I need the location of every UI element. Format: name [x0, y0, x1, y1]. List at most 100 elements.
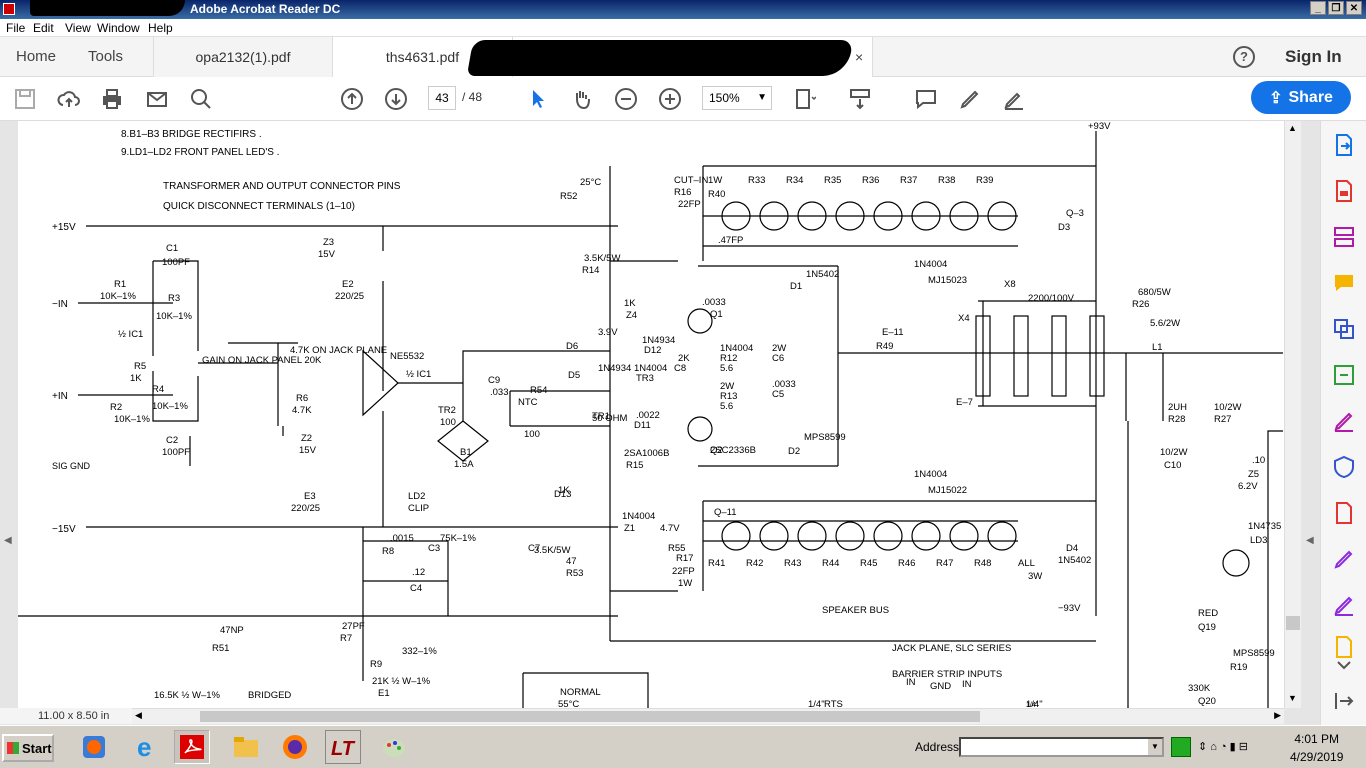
scroll-left-icon[interactable]: ◀ — [135, 710, 142, 720]
schematic-label-1-4: 1/4" — [808, 699, 825, 708]
schematic-label-z1: Z1 — [624, 523, 635, 534]
minimize-button[interactable]: _ — [1310, 1, 1326, 15]
driver-transistor-q1 — [687, 308, 713, 334]
scroll-down-icon[interactable]: ▼ — [1288, 693, 1297, 703]
zoom-out-icon[interactable] — [612, 85, 640, 113]
organize-pages-icon[interactable] — [1332, 225, 1356, 249]
zoom-in-icon[interactable] — [656, 85, 684, 113]
schematic-label-c6: C6 — [772, 353, 784, 364]
print-icon[interactable] — [98, 85, 126, 113]
combine-files-icon[interactable] — [1332, 317, 1356, 341]
tab-file-opa2132[interactable]: opa2132(1).pdf — [153, 37, 333, 77]
tab-tools[interactable]: Tools — [88, 48, 124, 65]
schematic-label-r51: R51 — [212, 643, 229, 654]
schematic-label-1n5402: 1N5402 — [806, 269, 839, 280]
select-cursor-icon[interactable] — [524, 85, 552, 113]
system-clock[interactable]: 4:01 PM 4/29/2019 — [1290, 732, 1343, 764]
schematic-label-4-7k: 4.7K — [292, 405, 312, 416]
page-number-input[interactable]: 43 — [428, 86, 456, 110]
address-input[interactable]: ▼ — [959, 737, 1164, 757]
firefox-icon[interactable] — [277, 730, 313, 764]
tray-icons[interactable]: ⇕ ⌂ ◔ ▮ ⊟ — [1198, 741, 1248, 753]
media-player-icon[interactable] — [76, 730, 112, 764]
scroll-right-icon[interactable]: ▶ — [1274, 710, 1281, 720]
scroll-up-icon[interactable]: ▲ — [1288, 123, 1297, 133]
schematic-label-4-7k-on-jack-plane: 4.7K ON JACK PLANE — [290, 345, 387, 356]
schematic-label-e-11: E–11 — [882, 327, 903, 338]
schematic-label-gnd: GND — [930, 681, 951, 692]
vertical-scroll-thumb[interactable] — [1286, 616, 1300, 630]
export-pdf-icon[interactable] — [1332, 133, 1356, 157]
comment-tool-icon[interactable] — [1332, 271, 1356, 295]
upload-icon[interactable] — [55, 85, 83, 113]
schematic-label-rts-quarter: 1/4" — [1026, 702, 1039, 708]
schematic-label-1k: 1K — [558, 485, 570, 496]
schematic-label-x4: X4 — [958, 313, 970, 324]
menu-view[interactable]: View — [65, 21, 91, 35]
chevron-down-icon[interactable]: ▼ — [1148, 739, 1162, 755]
output-transistor-bottom — [873, 521, 903, 551]
share-button[interactable]: ⇪Share — [1251, 81, 1351, 114]
menu-window[interactable]: Window — [97, 21, 140, 35]
schematic-label-r53: R53 — [566, 568, 583, 579]
protect-icon[interactable] — [1332, 455, 1356, 479]
schematic-label-in: IN — [962, 679, 972, 690]
certificates-icon[interactable] — [1332, 593, 1356, 617]
start-button[interactable]: Start — [2, 734, 54, 762]
maximize-button[interactable]: ❐ — [1328, 1, 1344, 15]
chevron-down-icon[interactable] — [1332, 653, 1356, 677]
fill-sign-icon[interactable] — [1332, 409, 1356, 433]
compress-pdf-icon[interactable] — [1332, 363, 1356, 387]
fit-page-icon[interactable] — [790, 85, 818, 113]
menu-edit[interactable]: Edit — [33, 21, 54, 35]
zoom-select[interactable]: 150%▼ — [702, 86, 772, 110]
zoom-search-icon[interactable] — [187, 85, 215, 113]
legend-quick-disconnect: QUICK DISCONNECT TERMINALS (1–10) — [163, 201, 355, 212]
output-transistor-top — [911, 201, 941, 231]
send-signature-icon[interactable] — [1332, 547, 1356, 571]
highlight-icon[interactable] — [956, 85, 984, 113]
go-button-icon[interactable] — [1171, 737, 1191, 757]
schematic-label-tr2: TR2 — [438, 405, 456, 416]
hand-icon[interactable] — [568, 85, 596, 113]
schematic-label-c1-val: 100PF — [162, 257, 190, 268]
tools-panel — [1320, 121, 1366, 725]
sign-icon[interactable] — [1000, 85, 1028, 113]
output-transistor-bottom — [911, 521, 941, 551]
paint-icon[interactable] — [376, 730, 412, 764]
vertical-scrollbar[interactable]: ▲ ▼ — [1284, 121, 1301, 708]
create-pdf-icon[interactable] — [1332, 179, 1356, 203]
schematic-label-r4-val: 10K–1% — [152, 401, 188, 412]
internet-explorer-icon[interactable]: e — [128, 730, 164, 764]
collapse-panel-icon[interactable] — [1332, 689, 1356, 713]
pdf-tool-icon[interactable] — [1332, 501, 1356, 525]
schematic-label-r27: R27 — [1214, 414, 1231, 425]
schematic-label-4-7v: 4.7V — [660, 523, 680, 534]
sign-in-link[interactable]: Sign In — [1285, 47, 1342, 66]
save-icon[interactable] — [11, 85, 39, 113]
file-explorer-icon[interactable] — [228, 730, 264, 764]
tab-home[interactable]: Home — [16, 48, 57, 65]
transistor-q19 — [1222, 549, 1250, 577]
horizontal-scroll-thumb[interactable] — [200, 711, 980, 722]
menu-help[interactable]: Help — [148, 21, 173, 35]
collapse-left-icon[interactable]: ◀ — [4, 535, 12, 546]
schematic-label-c7: C7 — [528, 543, 540, 554]
close-tab-icon[interactable]: × — [855, 49, 864, 65]
scroll-mode-icon[interactable] — [846, 85, 874, 113]
more-tools-icon[interactable] — [1332, 635, 1356, 659]
page-down-icon[interactable] — [382, 85, 410, 113]
menu-file[interactable]: File — [6, 21, 26, 35]
schematic-label-ntc: NTC — [518, 397, 538, 408]
schematic-label-tr3: TR3 — [636, 373, 654, 384]
close-window-button[interactable]: ✕ — [1346, 1, 1362, 15]
app-lt-icon[interactable]: LT — [325, 730, 361, 764]
collapse-right-icon[interactable]: ◀ — [1306, 535, 1314, 546]
mail-icon[interactable] — [143, 85, 171, 113]
schematic-label-r47: R47 — [936, 558, 953, 569]
acrobat-taskbar-icon[interactable] — [174, 730, 210, 764]
horizontal-scrollbar[interactable]: ◀ ▶ — [132, 708, 1284, 724]
page-up-icon[interactable] — [338, 85, 366, 113]
comment-icon[interactable] — [912, 85, 940, 113]
help-icon[interactable]: ? — [1233, 46, 1255, 68]
